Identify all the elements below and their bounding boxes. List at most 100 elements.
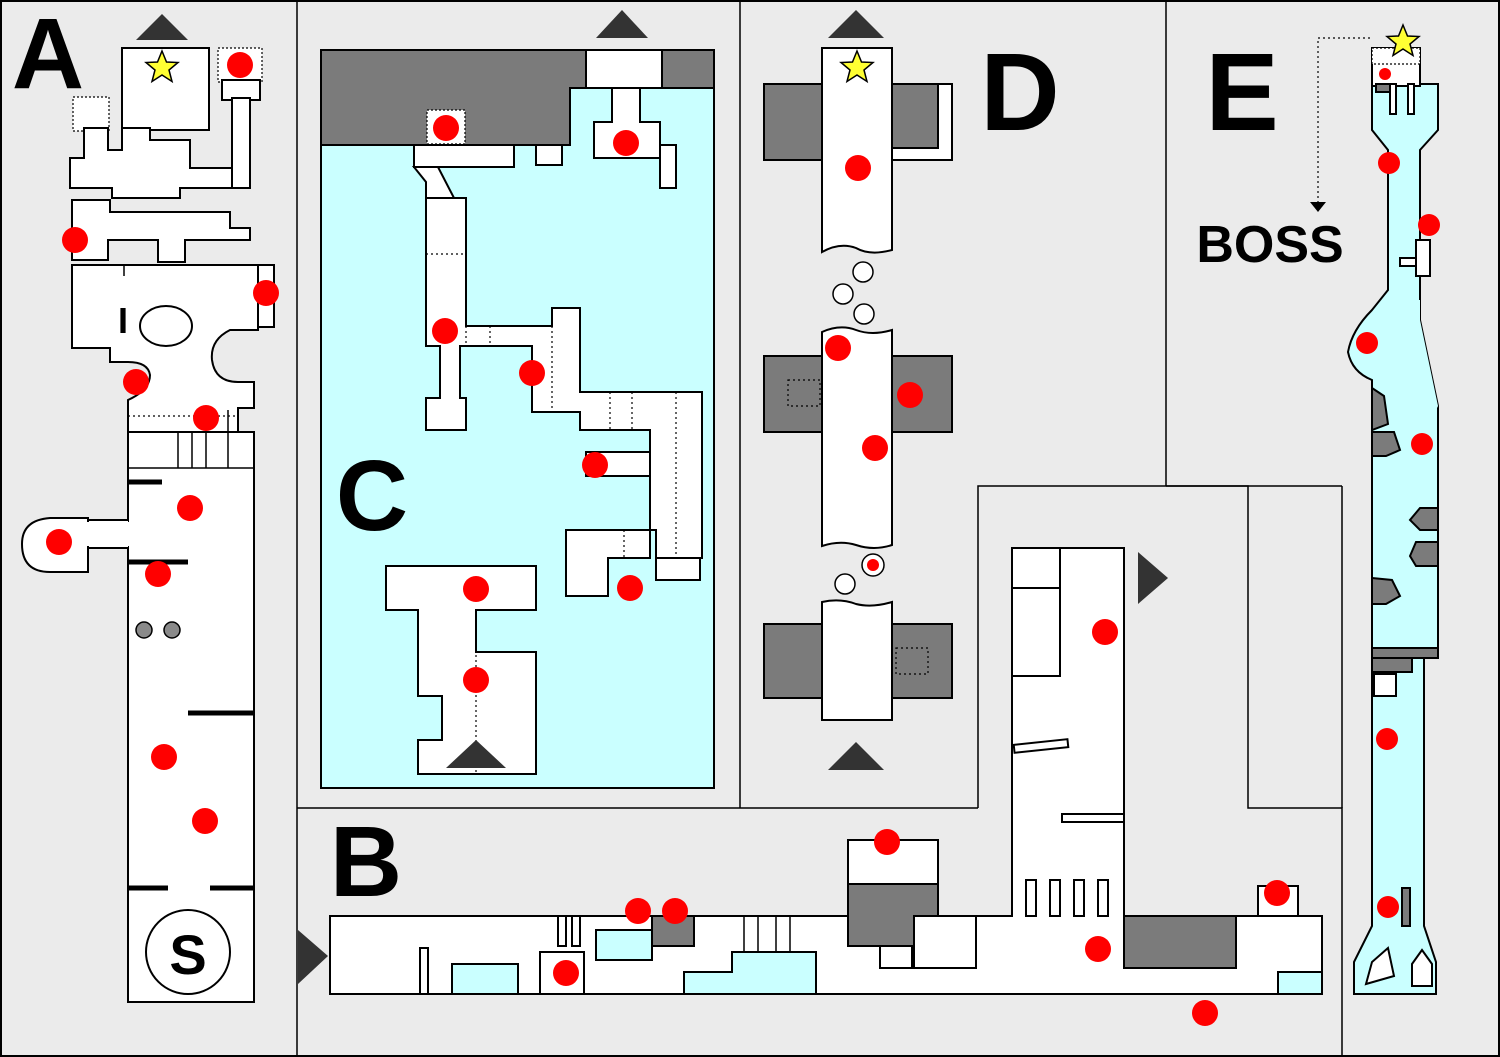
pillar <box>1389 83 1397 115</box>
item-markers <box>46 52 1440 1026</box>
item-dot-icon[interactable] <box>1377 896 1399 918</box>
item-dot-icon[interactable] <box>463 667 489 693</box>
rock <box>1408 541 1439 567</box>
exit-arrow-icon <box>596 10 648 38</box>
room <box>1373 673 1397 697</box>
item-dot-icon[interactable] <box>151 744 177 770</box>
bubble <box>834 573 856 595</box>
room <box>231 97 251 189</box>
item-dot-icon[interactable] <box>62 227 88 253</box>
pillar <box>1073 879 1085 917</box>
room <box>1399 257 1417 267</box>
goal-star-icon <box>144 49 180 84</box>
zone-label-d: D <box>980 31 1059 154</box>
item-dot-icon[interactable] <box>1192 1000 1218 1026</box>
pillar <box>1364 946 1396 986</box>
item-dot-icon[interactable] <box>662 898 688 924</box>
water-area <box>451 963 519 995</box>
item-dot-icon[interactable] <box>874 829 900 855</box>
water-channel <box>1388 300 1438 410</box>
pillar <box>1097 879 1109 917</box>
item-dot-icon[interactable] <box>613 130 639 156</box>
room <box>655 557 701 581</box>
room <box>1415 239 1431 277</box>
item-dot-icon[interactable] <box>123 369 149 395</box>
room <box>413 144 515 168</box>
rock-area <box>1123 915 1237 969</box>
item-dot-icon[interactable] <box>617 575 643 601</box>
room <box>821 326 893 549</box>
room <box>127 431 255 1003</box>
pillar <box>1407 83 1415 115</box>
item-dot-icon[interactable] <box>145 561 171 587</box>
room <box>71 199 251 263</box>
boss-path-line <box>1317 37 1370 202</box>
rock <box>1371 576 1402 605</box>
zone-divider <box>977 485 1343 1056</box>
room <box>585 49 663 89</box>
item-dot-icon[interactable] <box>1264 880 1290 906</box>
pillar <box>1049 879 1061 917</box>
zone-c: C <box>320 49 715 789</box>
item-dot-icon[interactable] <box>582 452 608 478</box>
rock <box>1408 507 1439 531</box>
item-dot-icon[interactable] <box>519 360 545 386</box>
room <box>659 144 677 189</box>
item-dot-icon[interactable] <box>1092 619 1118 645</box>
dotted-box <box>895 647 929 675</box>
item-dot-icon[interactable] <box>1379 68 1391 80</box>
room <box>1011 587 1061 677</box>
item-dot-icon[interactable] <box>433 115 459 141</box>
item-dot-icon[interactable] <box>862 435 888 461</box>
zone-label-c: C <box>336 440 408 552</box>
goal-star-icon <box>839 49 875 84</box>
pillar <box>557 915 567 947</box>
item-dot-icon[interactable] <box>825 335 851 361</box>
room <box>821 599 893 721</box>
plank <box>1061 813 1125 823</box>
water-area <box>1277 971 1323 995</box>
exit-arrow-icon <box>136 14 188 40</box>
plank <box>1012 738 1070 754</box>
item-dot-icon[interactable] <box>253 280 279 306</box>
room <box>1011 547 1061 589</box>
item-dot-icon[interactable] <box>1411 433 1433 455</box>
rock-area <box>891 83 939 149</box>
item-dot-icon[interactable] <box>432 318 458 344</box>
rock-area <box>1371 657 1413 673</box>
water-area <box>595 929 653 961</box>
item-dot-icon[interactable] <box>1418 214 1440 236</box>
connector <box>86 522 130 546</box>
bubble <box>853 303 875 325</box>
item-dot-icon[interactable] <box>463 576 489 602</box>
item-dot-icon[interactable] <box>46 529 72 555</box>
room <box>385 565 537 775</box>
item-dot-icon[interactable] <box>897 382 923 408</box>
item-dot-icon[interactable] <box>1378 152 1400 174</box>
item-dot-icon[interactable] <box>1376 728 1398 750</box>
item-dot-icon[interactable] <box>845 155 871 181</box>
zone-label-b: B <box>330 806 402 918</box>
water-area <box>683 951 817 995</box>
item-dot-icon[interactable] <box>1085 936 1111 962</box>
rock <box>1371 386 1390 432</box>
bubble <box>852 261 874 283</box>
pillar <box>139 305 193 347</box>
item-dot-icon[interactable] <box>193 405 219 431</box>
room <box>821 47 893 254</box>
boss-path-arrowhead <box>1310 202 1326 212</box>
boulder <box>135 621 153 639</box>
item-dot-icon[interactable] <box>867 559 879 571</box>
pillar <box>1025 879 1037 917</box>
item-dot-icon[interactable] <box>625 898 651 924</box>
item-dot-icon[interactable] <box>227 52 253 78</box>
item-dot-icon[interactable] <box>1356 332 1378 354</box>
exit-arrow-icon <box>828 742 884 770</box>
corridor <box>425 197 703 559</box>
item-dot-icon[interactable] <box>177 495 203 521</box>
item-dot-icon[interactable] <box>192 808 218 834</box>
item-dot-icon[interactable] <box>553 960 579 986</box>
rock <box>1371 431 1402 457</box>
room <box>71 264 259 433</box>
